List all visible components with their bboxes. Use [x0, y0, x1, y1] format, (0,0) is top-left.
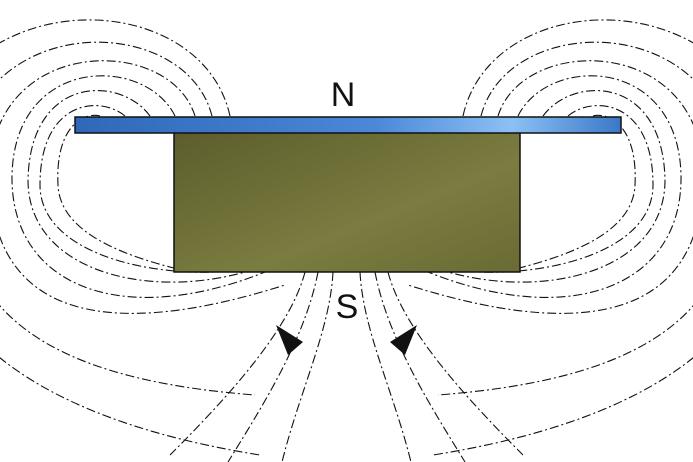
field-line — [374, 271, 466, 462]
south-pole-label: S — [336, 288, 359, 326]
field-lines-right — [374, 19, 693, 462]
field-line — [27, 89, 246, 283]
north-pole-label: N — [331, 76, 356, 114]
field-line — [427, 75, 682, 298]
field-line — [39, 105, 216, 273]
north-pole-plate — [74, 116, 622, 134]
field-direction-arrow-right — [390, 325, 417, 355]
field-lines-left — [0, 19, 319, 462]
field-line — [407, 60, 693, 314]
field-line — [359, 271, 412, 462]
field-line — [281, 271, 334, 462]
field-line — [0, 60, 286, 314]
field-line — [169, 271, 306, 456]
field-lines-center — [281, 271, 412, 462]
field-line — [0, 19, 261, 456]
field-line — [502, 114, 636, 273]
field-line — [227, 271, 319, 462]
field-line — [57, 114, 191, 273]
field-line — [387, 271, 524, 456]
field-line — [11, 75, 266, 298]
field-line — [432, 19, 693, 456]
field-direction-arrow-left — [276, 325, 303, 355]
magnet-body — [173, 131, 521, 273]
field-line — [447, 89, 666, 283]
field-line — [477, 105, 654, 273]
